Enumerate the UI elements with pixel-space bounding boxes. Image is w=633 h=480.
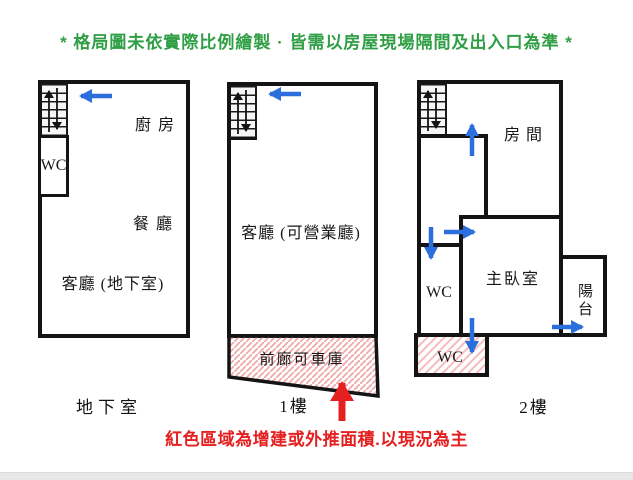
room-label-master-bedroom: 主臥室 (485, 271, 540, 288)
room-basement-wc: WC (38, 135, 69, 197)
room-label-2f-room: 房間 (503, 127, 548, 144)
room-label-balcony: 陽台 (576, 283, 592, 319)
wall-wc-top-2f (421, 243, 463, 247)
wall-below-stairs-2f (421, 134, 488, 138)
room-label-basement-living: 客廳 (地下室) (61, 276, 165, 293)
room-label-2f-upper-wc: WC (426, 284, 452, 301)
room-label-2f-lower-wc: WC (437, 349, 463, 366)
floorplan-1f-outline (227, 82, 378, 338)
door-arrows (79, 87, 584, 354)
wall-master-top-2f (459, 215, 563, 219)
red-area-warning-text: 紅色區域為增建或外推面積.以現況為主 (165, 430, 468, 449)
scale-disclaimer-text: * 格局圖未依實際比例繪製 · 皆需以房屋現場隔間及出入口為準 * (60, 33, 573, 52)
caption-basement: 地下室 (76, 398, 142, 417)
room-label-basement-wc: WC (40, 157, 67, 174)
room-2f-lower-wc-outline (414, 333, 489, 377)
room-label-1f-living: 客廳 (可營業廳) (241, 225, 361, 242)
room-label-front-porch-garage: 前廊可車庫 (259, 352, 345, 368)
wall-room-divider-2f (484, 134, 488, 219)
room-label-dining: 餐廳 (132, 216, 179, 233)
stair-arrows (44, 88, 441, 134)
caption-2f: 2樓 (519, 398, 549, 417)
footer-divider (0, 472, 633, 480)
room-label-kitchen: 廚房 (134, 117, 181, 134)
room-balcony-outline (559, 255, 607, 337)
floorplan-2f-outline (417, 80, 563, 337)
caption-1f: 1樓 (279, 397, 309, 416)
wall-master-left-2f (459, 215, 463, 337)
